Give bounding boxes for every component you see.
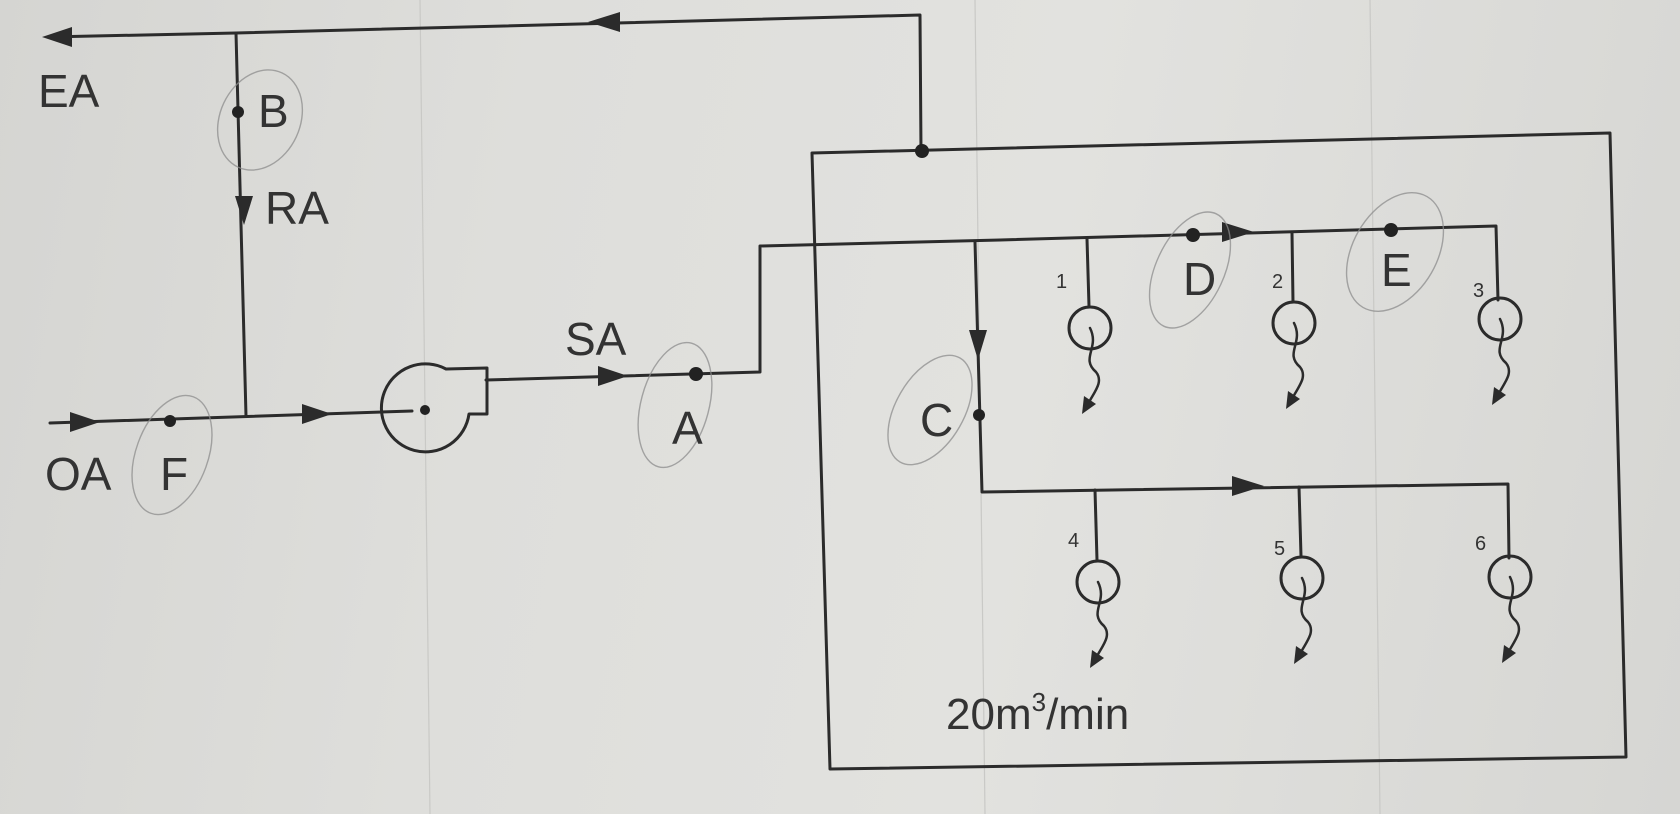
outlet-label-5: 5 xyxy=(1274,538,1285,560)
outlet-label-6: 6 xyxy=(1475,533,1486,555)
duct-network xyxy=(46,13,1511,562)
flow-rate-exponent: 3 xyxy=(1032,687,1046,717)
return-riser xyxy=(234,31,248,418)
label-ea: EA xyxy=(38,65,100,117)
diffuser-outlet-icon xyxy=(1075,559,1121,668)
labels: EA B RA OA F SA A C D E 1 2 3 4 5 6 20m3… xyxy=(38,65,1486,739)
flow-arrow-icon xyxy=(70,412,100,432)
label-point-e: E xyxy=(1381,244,1412,296)
background-texture xyxy=(419,0,1381,814)
junction-node-icon xyxy=(232,106,244,118)
outlet-label-4: 4 xyxy=(1068,530,1079,552)
label-point-b: B xyxy=(258,85,289,137)
flow-rate-unit: /min xyxy=(1046,690,1129,739)
junction-node-icon xyxy=(973,409,985,421)
outlet-drop-2 xyxy=(1290,231,1295,304)
flow-arrow-icon xyxy=(235,196,253,225)
diffusers xyxy=(1067,296,1533,668)
flow-arrow-icon xyxy=(302,404,332,424)
label-point-c: C xyxy=(920,394,953,446)
diffuser-outlet-icon xyxy=(1067,305,1113,414)
junction-node-icon xyxy=(1384,223,1398,237)
outlet-drop-5 xyxy=(1297,485,1303,558)
outlet-drop-1 xyxy=(1085,237,1091,308)
flow-arrows xyxy=(42,12,1264,496)
pencil-marks xyxy=(131,69,1445,516)
label-point-d: D xyxy=(1183,253,1216,305)
label-point-f: F xyxy=(160,448,188,500)
outlet-label-2: 2 xyxy=(1272,271,1283,293)
flow-arrow-icon xyxy=(1232,476,1264,496)
outlet-drop-4 xyxy=(1093,488,1099,562)
flow-rate-label: 20m3/min xyxy=(946,687,1129,739)
outside-air-duct xyxy=(48,409,414,425)
upper-branch-header xyxy=(998,224,1500,302)
outlet-label-3: 3 xyxy=(1473,280,1484,302)
centrifugal-fan-icon xyxy=(379,362,489,454)
diffuser-outlet-icon xyxy=(1279,555,1325,664)
label-ra: RA xyxy=(265,182,329,234)
exhaust-duct xyxy=(46,13,923,153)
flow-arrow-icon xyxy=(42,27,72,47)
label-point-a: A xyxy=(672,402,703,454)
junction-node-icon xyxy=(1186,228,1200,242)
junction-node-icon xyxy=(689,367,703,381)
flow-rate-value: 20m xyxy=(946,690,1032,739)
outlet-label-1: 1 xyxy=(1056,271,1067,293)
supply-duct xyxy=(484,238,1002,382)
diffuser-outlet-icon xyxy=(1487,554,1533,663)
room-boundary xyxy=(810,131,1628,771)
diffuser-outlet-icon xyxy=(1271,300,1317,409)
flow-arrow-icon xyxy=(969,330,987,360)
junction-node-icon xyxy=(915,144,929,158)
diffuser-outlet-icon xyxy=(1477,296,1523,405)
junction-nodes xyxy=(164,106,1398,427)
junction-node-icon xyxy=(164,415,176,427)
label-sa: SA xyxy=(565,313,627,365)
flow-arrow-icon xyxy=(598,366,628,386)
label-oa: OA xyxy=(45,448,112,500)
flow-arrow-icon xyxy=(588,12,620,32)
